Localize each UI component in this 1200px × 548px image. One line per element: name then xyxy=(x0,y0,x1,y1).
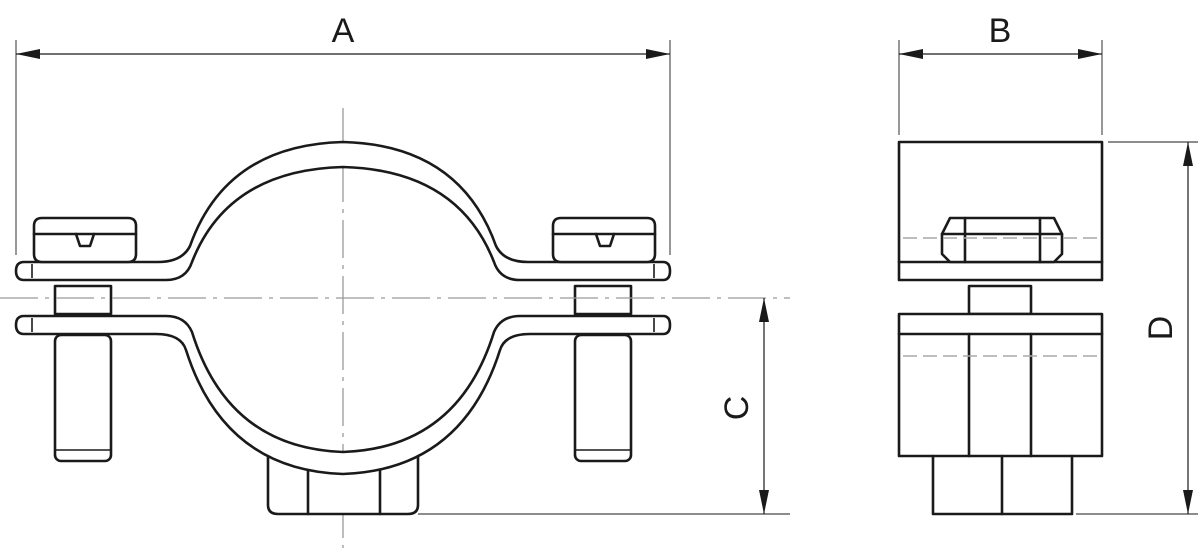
dimension-b: B xyxy=(898,12,1103,135)
right-stud xyxy=(573,333,633,463)
pipe-bore xyxy=(191,166,495,263)
side-lower-block xyxy=(897,312,1104,516)
dimension-a: A xyxy=(15,12,671,255)
front-view: A C xyxy=(0,12,790,548)
right-screw-head xyxy=(551,216,657,264)
right-bolt-shank xyxy=(573,284,633,316)
upper-strap xyxy=(14,140,672,282)
left-stud xyxy=(53,333,113,463)
left-screw-head xyxy=(32,216,138,264)
side-screw-head xyxy=(940,216,1064,264)
dimension-d-label: D xyxy=(1142,316,1180,341)
side-bolt-shank xyxy=(967,284,1033,316)
dimension-c-label: C xyxy=(718,396,756,421)
left-bolt-shank xyxy=(53,284,113,316)
side-view: B D xyxy=(897,12,1198,516)
dimension-a-label: A xyxy=(332,12,355,50)
dimension-c: C xyxy=(718,298,769,514)
dimension-d: D xyxy=(1076,141,1198,515)
lower-strap xyxy=(14,314,672,476)
dimension-b-label: B xyxy=(989,12,1012,50)
